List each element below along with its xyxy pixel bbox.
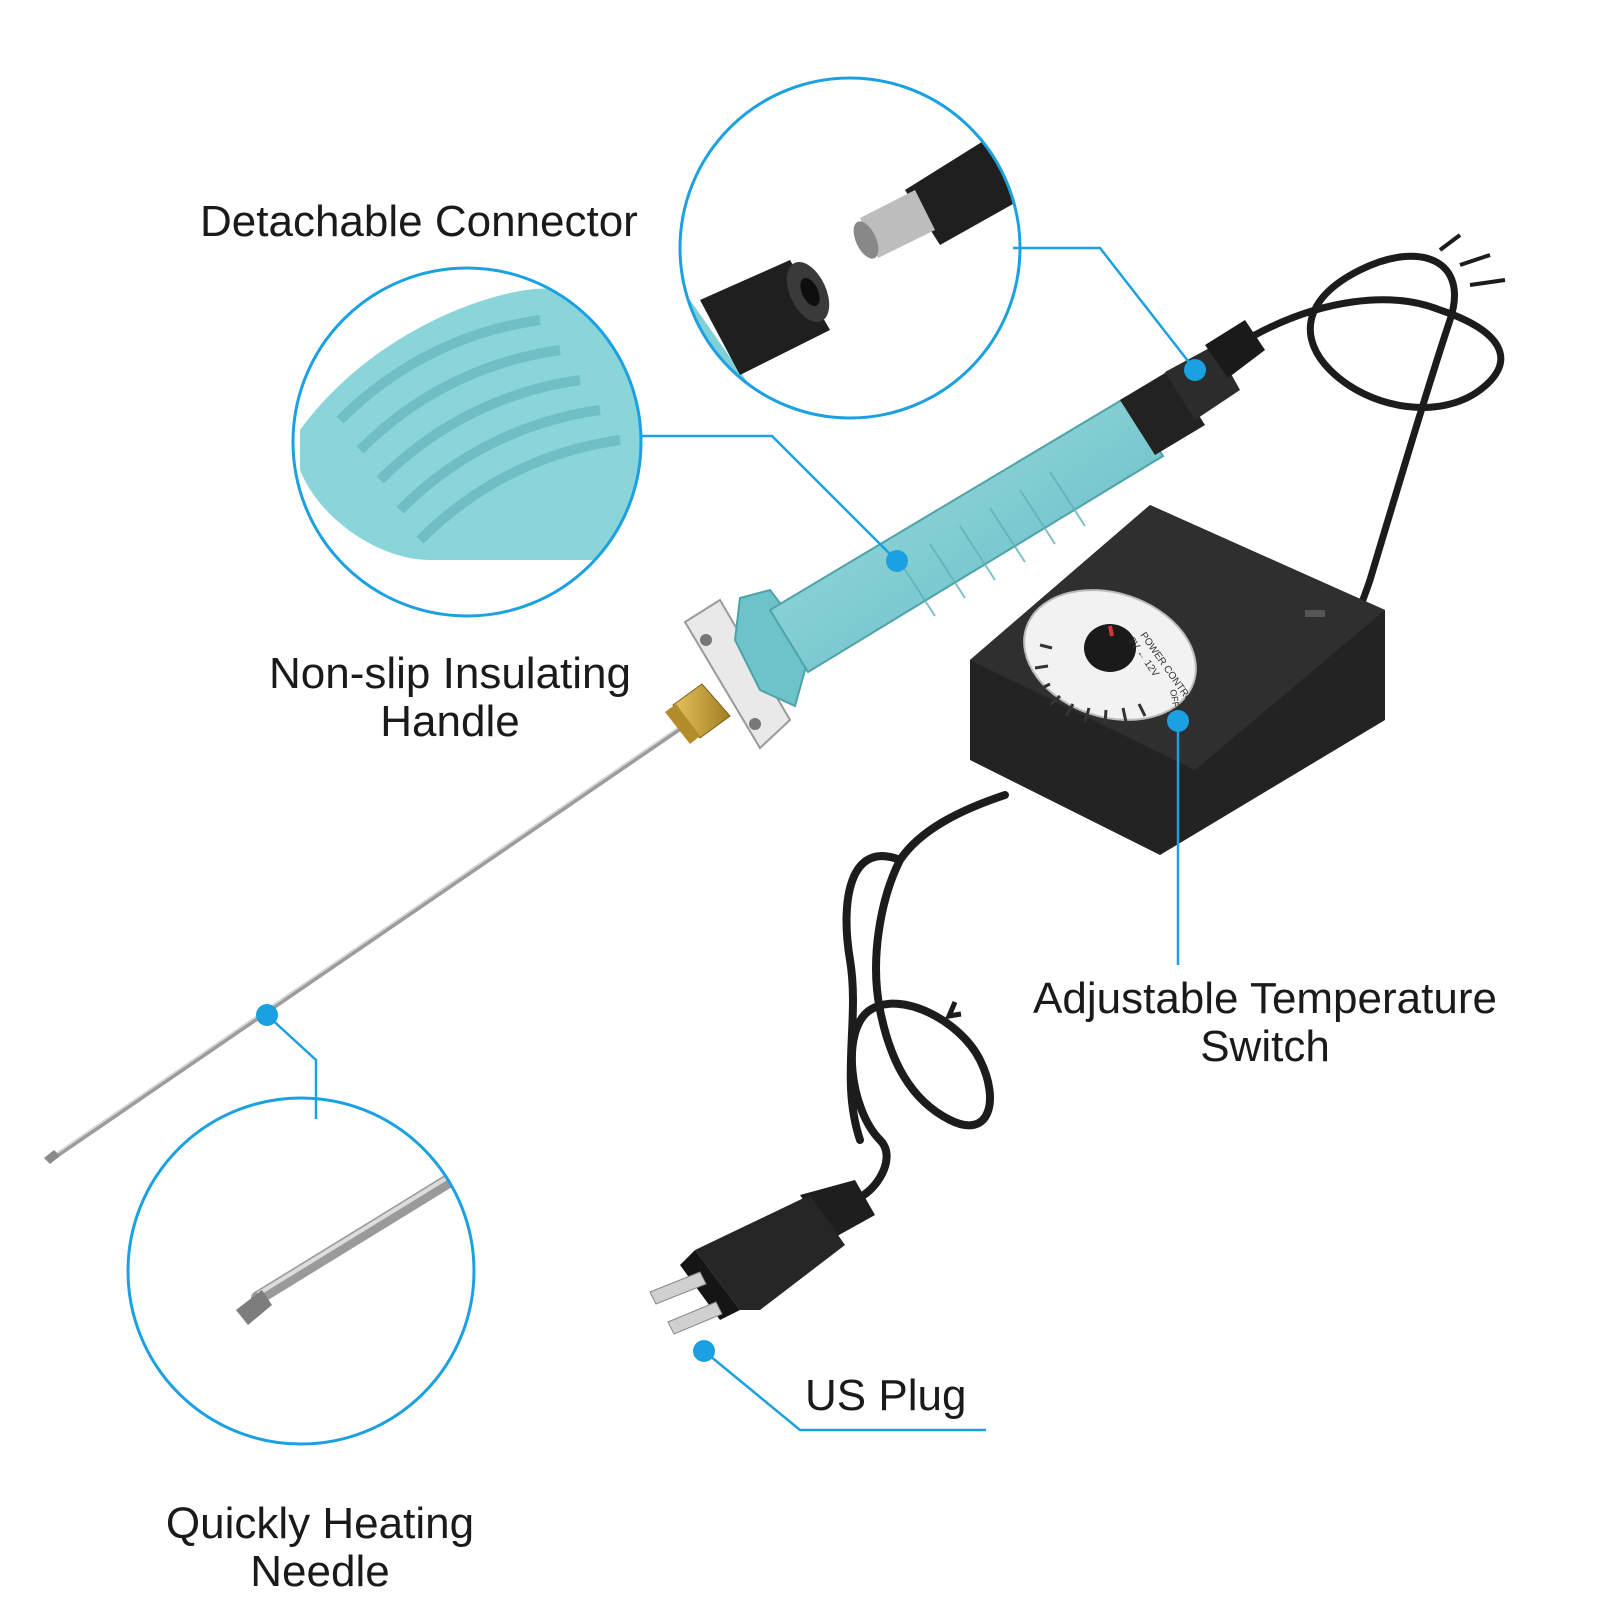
- brass-collet: [665, 683, 731, 744]
- temperature-dial[interactable]: POWER CONTROL 3V ← 12V OFF: [1007, 569, 1213, 741]
- leader-dots: [256, 359, 1206, 1362]
- label-quickly-heating-needle: Quickly Heating Needle: [165, 1499, 475, 1596]
- power-adapter: POWER CONTROL 3V ← 12V OFF: [970, 505, 1385, 855]
- heating-needle: [44, 722, 688, 1164]
- label-detachable-connector: Detachable Connector: [200, 197, 638, 246]
- mounting-plate: [683, 598, 792, 750]
- handle-detail-circle: [291, 266, 643, 618]
- handle-body: [733, 396, 1165, 708]
- cable-connector: [1120, 320, 1265, 455]
- label-us-plug: US Plug: [805, 1371, 967, 1420]
- leader-lines: [266, 246, 1196, 1432]
- lower-cable: [842, 791, 1009, 1204]
- connector-detail-circle: [678, 76, 1022, 420]
- us-plug: [649, 1180, 875, 1335]
- label-adjustable-temperature-switch: Adjustable Temperature Switch: [1033, 974, 1497, 1071]
- upper-cable: [1251, 252, 1505, 654]
- needle-detail-circle: [126, 1096, 476, 1446]
- label-non-slip-handle: Non-slip Insulating Handle: [269, 649, 631, 746]
- dial-off-text: OFF: [1168, 689, 1181, 709]
